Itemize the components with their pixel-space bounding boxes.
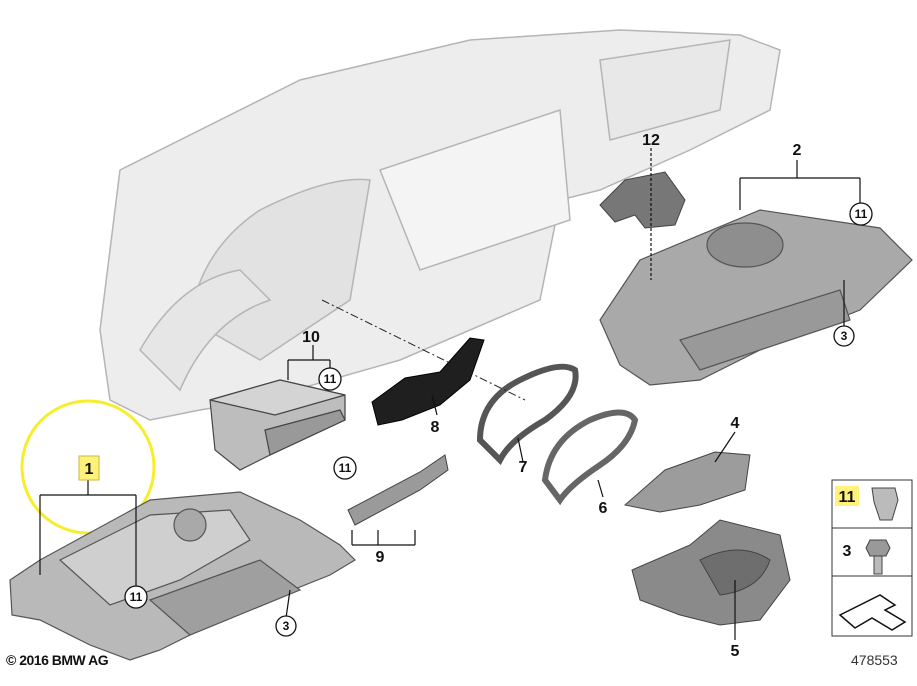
part-9-trim-strip: [347, 454, 449, 526]
callout-11-glovebox: 11: [324, 372, 337, 386]
copyright-text: © 2016 BMW AG: [6, 652, 109, 668]
diagram-number: 478553: [851, 652, 898, 668]
clip-icon: [871, 487, 899, 521]
highlight-circle: [20, 399, 156, 535]
part-7-trim-frame: [476, 363, 579, 466]
part-10-glove-box: [209, 379, 346, 471]
callout-8: 8: [431, 419, 440, 436]
callout-11-right: 11: [855, 207, 868, 221]
callout-9: 9: [376, 549, 385, 566]
part-12-bracket: [599, 171, 686, 229]
legend-item-11: 11: [839, 489, 856, 506]
part-2-lower-trim-panel: [599, 209, 913, 386]
callout-3-left: 3: [283, 619, 290, 633]
callout-5: 5: [731, 643, 740, 660]
dashboard-background: [99, 29, 781, 421]
callout-1: 1: [85, 461, 94, 478]
legend: 11 3: [831, 479, 913, 637]
legend-item-3: 3: [843, 543, 852, 560]
bolt-icon: [865, 539, 891, 575]
arrow-symbol-icon: [838, 594, 907, 631]
part-6-trim-frame: [541, 409, 639, 506]
callout-3-right: 3: [841, 329, 848, 343]
callouts: 1 2 12 10 8 7 6 4 5 9 3 3 11 11 11 11: [78, 132, 873, 660]
callout-2: 2: [793, 142, 802, 159]
legend-11-highlight: [835, 486, 859, 506]
part-5-column-cover-lower: [631, 519, 791, 626]
callout-11-left: 11: [130, 590, 143, 604]
part-1-lower-trim-panel: [9, 491, 356, 661]
bracket-lines: [39, 148, 861, 640]
callout-11-strip: 11: [339, 461, 352, 475]
callout-6: 6: [599, 500, 608, 517]
part-8-trim-strip: [371, 337, 485, 426]
center-dash-line: [321, 299, 526, 401]
part-4-column-cover-upper: [623, 451, 751, 513]
callout-1-highlight: [78, 455, 100, 481]
callout-7: 7: [519, 459, 528, 476]
callout-4: 4: [731, 415, 740, 432]
callout-12: 12: [642, 132, 660, 149]
callout-10: 10: [302, 329, 320, 346]
